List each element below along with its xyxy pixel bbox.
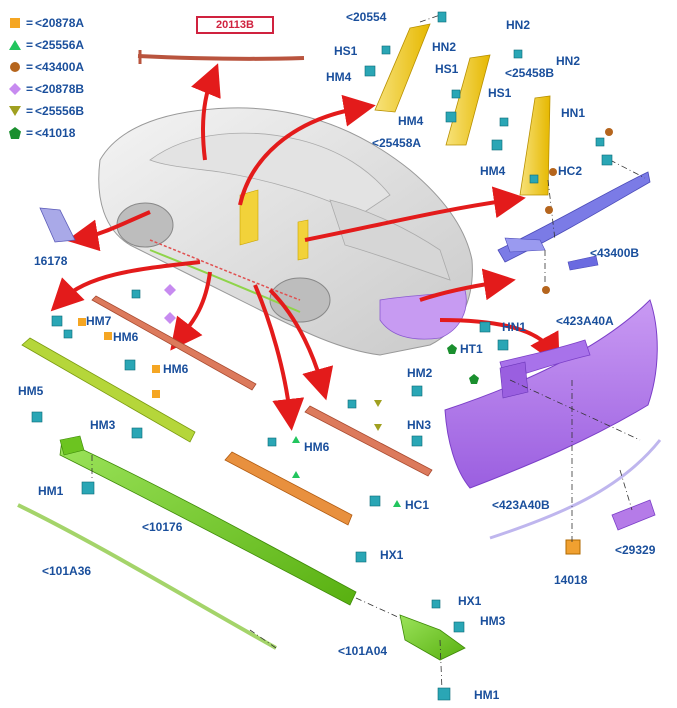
label-hm7: HM7 [86,314,112,328]
label-hm6: HM6 [113,330,139,344]
label-hm3: HM3 [480,614,506,628]
side-molding-orange [224,451,353,526]
side-molding-red-front [91,295,257,391]
label-hc2: HC2 [558,164,583,178]
legend-row-25556b: = <25556B [8,100,128,122]
rear-bumper-cover [444,299,658,489]
label-hm5: HM5 [18,384,44,398]
roof-molding-part [137,50,305,64]
legend-code: <41018 [35,126,76,140]
label-hm4: HM4 [326,70,352,84]
label-hs1: HS1 [435,62,459,76]
sensor-14018 [565,539,581,555]
legend: = <20878A = <25556A = <43400A = <20878B … [8,12,128,144]
rocker-extension-101a04 [399,614,466,661]
legend-equals: = [26,126,34,140]
pentagon-icon [8,126,22,140]
label-hm1: HM1 [474,688,500,702]
label-423a40b: <423A40B [492,498,550,512]
label-hn3: HN3 [407,418,432,432]
fasteners [31,11,613,701]
label-ht1: HT1 [460,342,483,356]
label-hx1: HX1 [458,594,482,608]
label-25458a: <25458A [372,136,422,150]
label-16178: 16178 [34,254,68,268]
legend-equals: = [26,38,34,52]
pillar-trim-25458b [519,95,551,196]
label-43400b: <43400B [590,246,640,260]
label-hs1: HS1 [334,44,358,58]
boxed-part-code: 20113B [196,16,274,34]
triangle-down-icon [8,104,22,118]
legend-code: <25556A [35,38,85,52]
legend-code: <25556B [35,104,85,118]
legend-row-25556a: = <25556A [8,34,128,56]
corner-piece-16178 [39,207,76,243]
legend-equals: = [26,16,34,30]
bracket-29329 [611,499,656,531]
legend-equals: = [26,104,34,118]
label-hm2: HM2 [407,366,433,380]
label-hn2: HN2 [506,18,531,32]
label-25458b: <25458B [505,66,555,80]
label-10176: <10176 [142,520,183,534]
label-423a40a: <423A40A [556,314,614,328]
label-20554: <20554 [346,10,387,24]
legend-row-20878a: = <20878A [8,12,128,34]
label-hn1: HN1 [502,320,527,334]
label-hm6: HM6 [163,362,189,376]
side-molding-olive [21,337,196,443]
car-body [98,107,473,356]
label-hm4: HM4 [398,114,424,128]
legend-code: <20878A [35,16,85,30]
legend-row-20878b: = <20878B [8,78,128,100]
label-hn1: HN1 [561,106,586,120]
label-hx1: HX1 [380,548,404,562]
label-101a36: <101A36 [42,564,92,578]
side-molding-red-rear [304,405,433,477]
legend-code: <43400A [35,60,85,74]
legend-equals: = [26,82,34,96]
label-101a04: <101A04 [338,644,388,658]
rocker-molding-101a36 [17,503,277,650]
label-hn2: HN2 [556,54,581,68]
inline-markers [78,128,613,507]
label-29329: <29329 [615,543,656,557]
legend-equals: = [26,60,34,74]
legend-row-41018: = <41018 [8,122,128,144]
bumper-trim-strip [489,439,662,540]
pillar-trim-20554 [374,23,431,113]
callout-arrows [50,63,560,431]
label-hm4: HM4 [480,164,506,178]
rear-spoiler-part [497,171,651,271]
label-hm3: HM3 [90,418,116,432]
legend-row-43400a: = <43400A [8,56,128,78]
legend-code: <20878B [35,82,85,96]
label-hs1: HS1 [488,86,512,100]
label-14018: 14018 [554,573,588,587]
label-hn2: HN2 [432,40,457,54]
label-hc1: HC1 [405,498,430,512]
circle-icon [8,60,22,74]
rocker-panel-10176 [59,435,357,606]
label-hm1: HM1 [38,484,64,498]
diamond-icon [8,82,22,96]
square-icon [10,18,20,28]
label-hm6: HM6 [304,440,330,454]
triangle-icon [8,38,22,52]
